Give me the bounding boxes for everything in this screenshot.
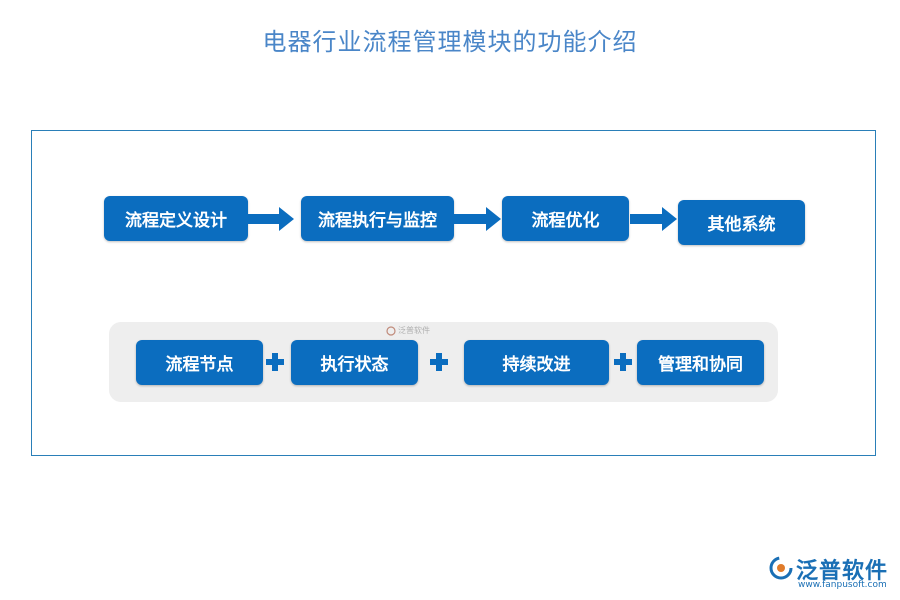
plus-icon: [614, 353, 632, 371]
brand-logo-icon: [769, 556, 793, 580]
watermark-logo-icon: [386, 325, 396, 336]
brand-logo-name: 泛普软件: [796, 559, 889, 584]
component-continuous-improvement: 持续改进: [464, 340, 609, 385]
flow-arrow-2: [454, 207, 501, 231]
plus-icon: [266, 353, 284, 371]
flow-step-other-systems: 其他系统: [678, 200, 805, 245]
flow-step-define-design: 流程定义设计: [104, 196, 248, 241]
watermark-text: 泛普软件: [398, 326, 430, 335]
watermark: 泛普软件: [386, 325, 430, 336]
page-title: 电器行业流程管理模块的功能介绍: [262, 28, 638, 56]
diagram-frame: [31, 130, 876, 456]
component-process-node: 流程节点: [136, 340, 263, 385]
flow-arrow-1: [247, 207, 294, 231]
plus-icon: [430, 353, 448, 371]
brand-logo-url: www.fanpusoft.com: [798, 580, 887, 590]
flow-arrow-3: [630, 207, 677, 231]
brand-logo: 泛普软件 www.fanpusoft.com: [768, 553, 893, 593]
flow-step-execute-monitor: 流程执行与监控: [301, 196, 454, 241]
component-management-collaboration: 管理和协同: [637, 340, 764, 385]
component-execution-status: 执行状态: [291, 340, 418, 385]
flow-step-optimize: 流程优化: [502, 196, 629, 241]
